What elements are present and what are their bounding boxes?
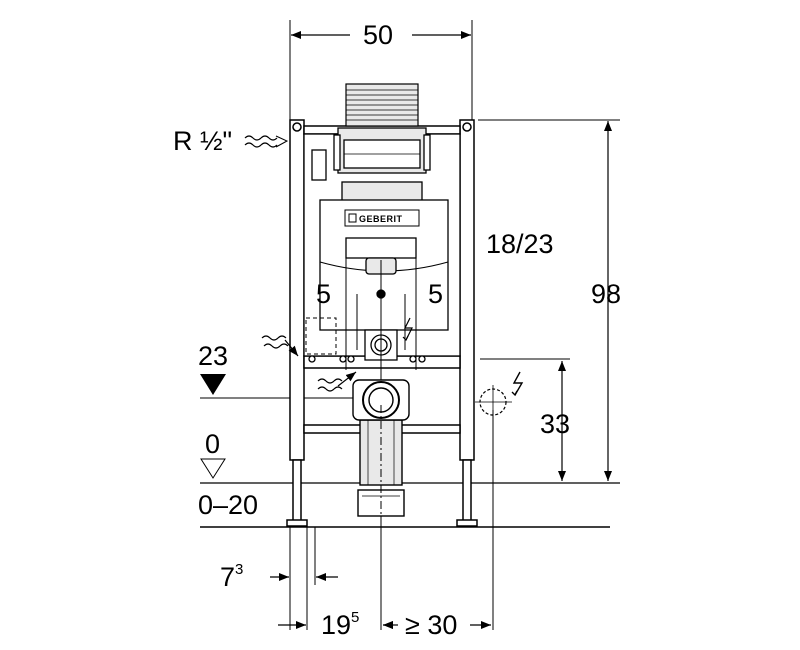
label-height-33: 33 — [540, 409, 570, 439]
frame-foot-left — [292, 459, 302, 523]
flush-opening — [345, 237, 417, 259]
water-level-triangle — [200, 374, 226, 395]
frame-leg-left — [289, 119, 305, 461]
label-height-98: 98 — [591, 279, 621, 309]
label-offset-left: 5 — [316, 279, 331, 309]
label-depth-73: 73 — [220, 561, 243, 592]
water-wave-icon-left — [261, 335, 299, 357]
label-depth-73-sup: 3 — [235, 561, 243, 578]
logo-text: GEBERIT — [359, 214, 403, 224]
lightning-icon-right — [511, 371, 524, 397]
frame-foot-right — [462, 459, 472, 523]
cistern — [303, 127, 461, 363]
label-connection: R ½" — [173, 126, 232, 156]
label-water-level: 23 — [198, 341, 228, 371]
waste-pipe — [352, 379, 410, 527]
actuator-plate — [345, 83, 419, 127]
label-depth-195: 195 — [321, 609, 359, 640]
label-width: 50 — [363, 20, 393, 50]
lightning-icon-inner — [402, 317, 413, 342]
power-connection — [475, 385, 512, 420]
floor-level-triangle — [200, 458, 226, 479]
label-min-distance: ≥ 30 — [405, 610, 457, 640]
label-floor-zero: 0 — [205, 429, 220, 459]
brand-logo: GEBERIT — [344, 209, 420, 227]
label-depth-195-sup: 5 — [351, 609, 359, 626]
label-floor-range: 0–20 — [198, 490, 258, 520]
label-offset-right: 5 — [428, 279, 443, 309]
water-wave-icon-low — [317, 371, 357, 392]
label-flush-plate: 18/23 — [486, 229, 554, 259]
frame-leg-right — [459, 119, 475, 461]
water-wave-icon-top — [244, 135, 289, 148]
